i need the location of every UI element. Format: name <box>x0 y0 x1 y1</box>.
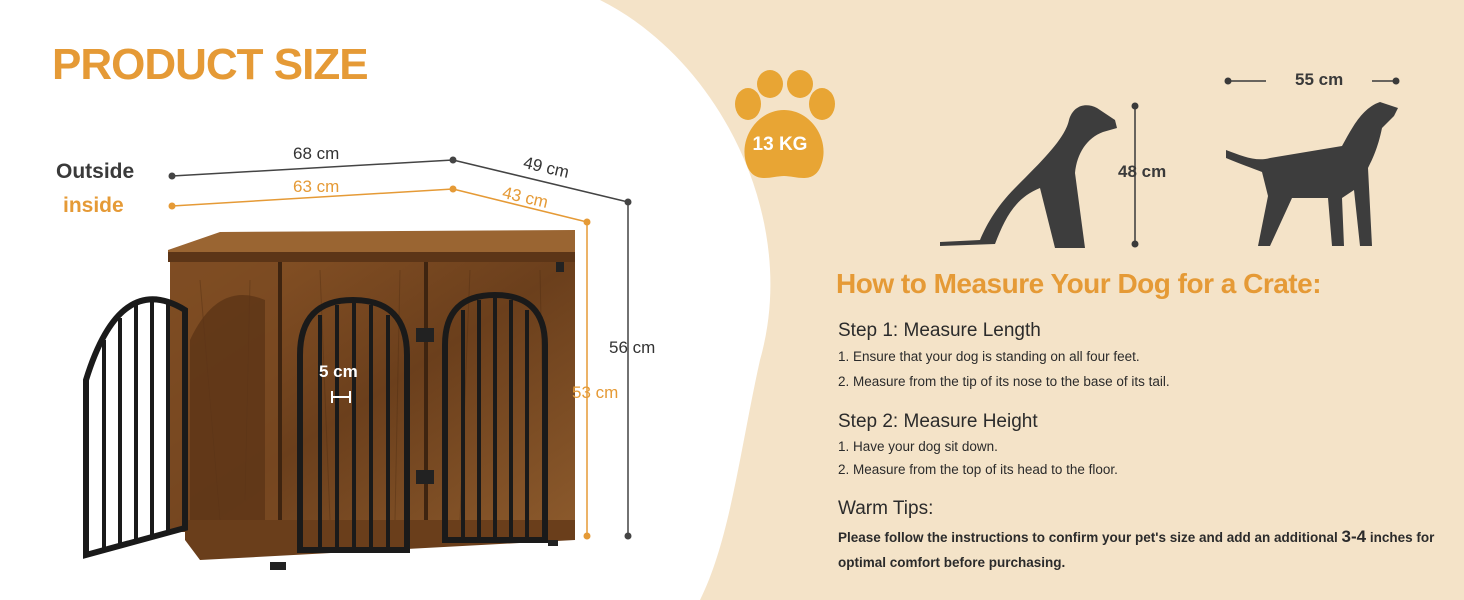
middle-door <box>297 296 410 553</box>
dog-height-label: 48 cm <box>1118 162 1167 181</box>
outside-height-label: 56 cm <box>609 338 656 357</box>
legend-outside: Outside <box>56 160 135 183</box>
dog-length-marker <box>1224 77 1400 85</box>
tips-highlight: 3-4 <box>1341 527 1367 546</box>
crate-diagram <box>83 156 632 570</box>
step2-title: Step 2: Measure Height <box>838 411 1038 432</box>
inside-height-label: 53 cm <box>572 383 619 402</box>
outside-height-line <box>624 202 632 540</box>
right-door <box>442 291 548 543</box>
weight-label: 13 KG <box>752 134 808 155</box>
outside-width-label: 68 cm <box>293 144 340 163</box>
tips-text: Please follow the instructions to confir… <box>838 524 1453 575</box>
dog-height-marker <box>1131 102 1139 248</box>
dog-length-label: 55 cm <box>1295 70 1344 89</box>
step1-line2: 2. Measure from the tip of its nose to t… <box>838 374 1170 389</box>
legend-inside: inside <box>63 194 124 217</box>
page-title: PRODUCT SIZE <box>52 40 369 89</box>
inside-height-line <box>583 222 591 540</box>
step2-line2: 2. Measure from the top of its head to t… <box>838 462 1118 477</box>
step2-line1: 1. Have your dog sit down. <box>838 439 998 454</box>
tips-part1: Please follow the instructions to confir… <box>838 530 1342 545</box>
step1-title: Step 1: Measure Length <box>838 320 1041 341</box>
inside-width-label: 63 cm <box>293 177 340 196</box>
bar-gap-label: 5 cm <box>319 362 358 381</box>
paw-icon <box>735 70 835 178</box>
standing-dog-icon <box>1226 102 1398 246</box>
sitting-dog-icon <box>940 105 1117 248</box>
tips-part2: inches for optimal comfort before purcha… <box>838 530 1435 570</box>
bar-gap-marker <box>331 391 351 403</box>
tips-title: Warm Tips: <box>838 498 934 519</box>
guide-heading: How to Measure Your Dog for a Crate: <box>836 268 1322 299</box>
outside-width-line <box>168 156 457 180</box>
open-door <box>83 296 188 559</box>
step1-line1: 1. Ensure that your dog is standing on a… <box>838 349 1140 364</box>
